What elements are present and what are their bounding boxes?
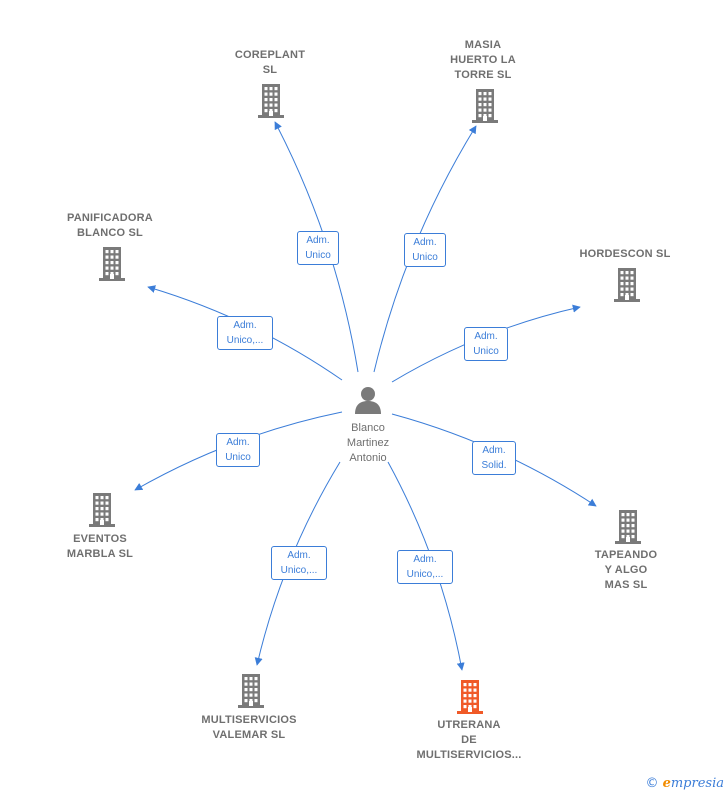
building-icon[interactable]	[612, 267, 642, 303]
building-icon[interactable]	[236, 673, 266, 709]
role-badge-tapeando: Adm. Solid.	[472, 441, 516, 475]
brand-logo-initial: e	[662, 776, 671, 791]
building-icon[interactable]	[455, 679, 485, 715]
company-label-multivalemar[interactable]: MULTISERVICIOS VALEMAR SL	[201, 714, 297, 741]
building-icon[interactable]	[613, 509, 643, 545]
role-badge-multivalemar: Adm. Unico,...	[271, 546, 327, 580]
role-badge-masia: Adm. Unico	[404, 233, 446, 267]
company-label-panificadora[interactable]: PANIFICADORA BLANCO SL	[67, 212, 153, 239]
person-icon	[355, 387, 381, 414]
building-icon[interactable]	[97, 246, 127, 282]
building-icon[interactable]	[256, 83, 286, 119]
role-badge-panificadora: Adm. Unico,...	[217, 316, 273, 350]
brand-logo-text: mpresia	[670, 776, 724, 791]
company-label-eventos[interactable]: EVENTOS MARBLA SL	[66, 533, 134, 560]
role-badge-coreplant: Adm. Unico	[297, 231, 339, 265]
role-badge-eventos: Adm. Unico	[216, 433, 260, 467]
person-name: Blanco Martinez Antonio	[346, 422, 390, 464]
copyright-icon: ©	[645, 776, 659, 791]
center-person-node[interactable]: Blanco Martinez Antonio	[318, 383, 418, 473]
footer-brand: © empresia	[645, 776, 724, 791]
company-label-hordescon[interactable]: HORDESCON SL	[579, 248, 671, 260]
company-label-tapeando[interactable]: TAPEANDO Y ALGO MAS SL	[594, 549, 658, 591]
building-icon[interactable]	[87, 492, 117, 528]
company-label-coreplant[interactable]: COREPLANT SL	[234, 49, 306, 76]
company-label-masia[interactable]: MASIA HUERTO LA TORRE SL	[450, 39, 516, 81]
role-badge-utrerana: Adm. Unico,...	[397, 550, 453, 584]
role-badge-hordescon: Adm. Unico	[464, 327, 508, 361]
company-label-utrerana[interactable]: UTRERANA DE MULTISERVICIOS...	[416, 719, 522, 761]
building-icon[interactable]	[470, 88, 500, 124]
